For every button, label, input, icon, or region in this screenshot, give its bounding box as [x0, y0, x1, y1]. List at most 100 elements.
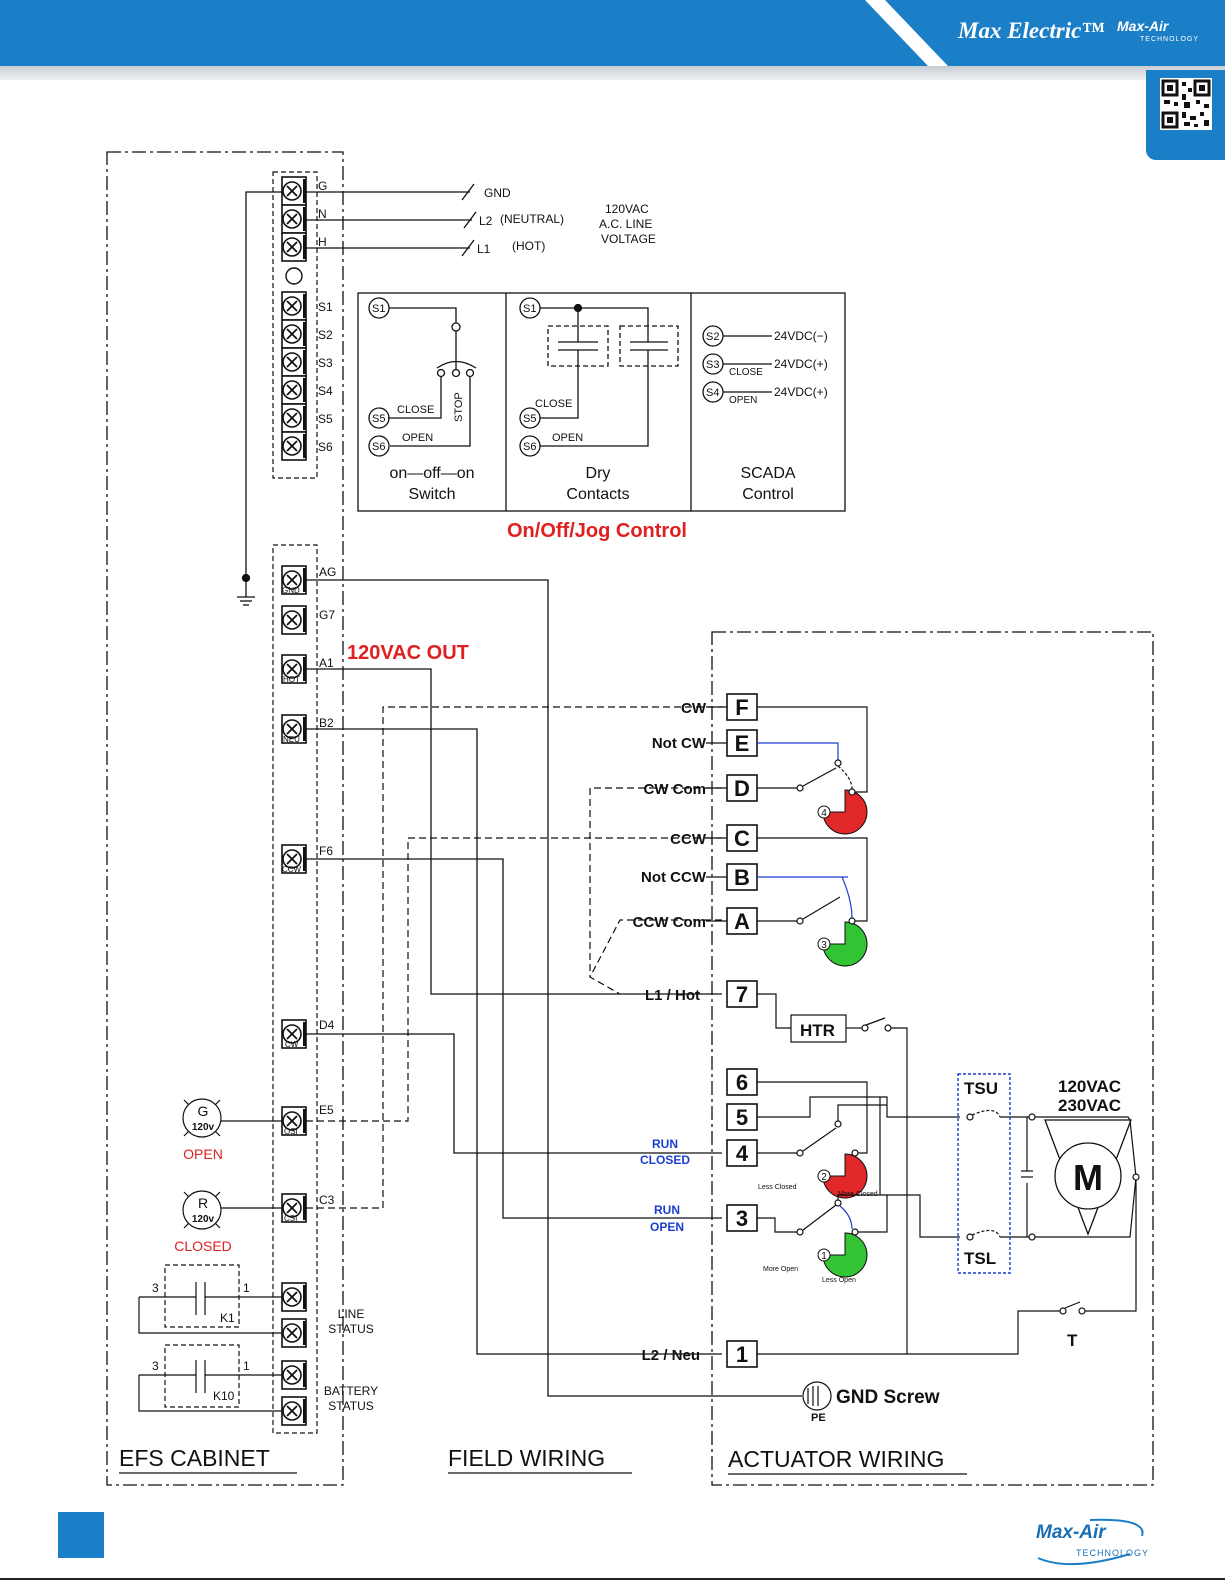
line-status-2: STATUS	[328, 1322, 374, 1336]
max-air-logo-sub: TECHNOLOGY	[1140, 36, 1200, 43]
act-term-c: C	[734, 826, 750, 851]
sw-s6: S6	[372, 441, 385, 453]
cam-2: 2	[821, 1172, 827, 1183]
dry-s6: S6	[523, 441, 536, 453]
term-s6: S6	[318, 440, 333, 454]
cam-switches	[817, 789, 868, 1278]
motor-label: M	[1073, 1157, 1103, 1198]
act-term-5: 5	[736, 1105, 748, 1130]
banner-shape	[0, 0, 1225, 66]
act-label-not-cw: Not CW	[652, 735, 707, 752]
lv-hot: (HOT)	[512, 239, 545, 253]
cam-more-closed: More Closed	[838, 1191, 878, 1198]
act-label-not-ccw: Not CCW	[641, 869, 707, 886]
control-box	[357, 292, 846, 512]
actuator-outline	[711, 631, 1154, 1486]
term-a1: A1	[319, 656, 334, 670]
lv-title-3: VOLTAGE	[601, 232, 656, 246]
act-label-l1-hot: L1 / Hot	[645, 987, 700, 1004]
scada-v3: 24VDC(+)	[774, 357, 828, 371]
tsl-label: TSL	[964, 1249, 996, 1268]
panel-efs-cabinet: EFS CABINET	[119, 1445, 270, 1471]
lamp-g-volt: 120v	[192, 1122, 215, 1133]
sw-s5: S5	[372, 413, 385, 425]
act-label-cw: CW	[681, 700, 707, 717]
footer-logo-swoosh	[1037, 1518, 1144, 1566]
field-wires-dashed	[306, 706, 722, 1209]
page-number-block	[58, 1512, 104, 1558]
lamp-r-letter: R	[198, 1195, 208, 1211]
pe-label: PE	[811, 1412, 826, 1424]
motor	[1044, 1119, 1132, 1236]
sub-csi: CSI	[284, 1214, 297, 1223]
act-label-l2-neu: L2 / Neu	[642, 1347, 700, 1364]
dry-close: CLOSE	[535, 398, 572, 410]
footer-logo: Max-Air TECHNOLOGY	[1030, 1514, 1160, 1574]
term-s1: S1	[318, 300, 333, 314]
sw-caption-2: Switch	[408, 486, 455, 503]
htr-label: HTR	[800, 1021, 835, 1040]
cam-less-closed: Less Closed	[758, 1184, 797, 1191]
sw-s1: S1	[372, 303, 385, 315]
header-shadow	[0, 66, 1225, 80]
act-term-3: 3	[736, 1206, 748, 1231]
thermal-switch-box	[957, 1073, 1011, 1274]
battery-status-1: BATTERY	[324, 1384, 378, 1398]
act-term-6: 6	[736, 1070, 748, 1095]
act-term-d: D	[734, 776, 750, 801]
scada-v2: 24VDC(−)	[774, 329, 828, 343]
term-g7: G7	[319, 608, 335, 622]
k1-label: K1	[220, 1311, 235, 1325]
dry-s1: S1	[523, 303, 536, 315]
scada-s2: S2	[706, 331, 719, 343]
ground-symbol	[237, 573, 255, 606]
footer-logo-sub: TECHNOLOGY	[1076, 1548, 1150, 1558]
sub-gnd: GND	[282, 586, 300, 595]
terminal-strip-top	[272, 171, 318, 479]
act-label-ccw-com: CCW Com	[633, 914, 706, 931]
act-label-ccw: CCW	[670, 831, 707, 848]
sub-ccw: CCW	[282, 865, 302, 874]
term-e5: E5	[319, 1103, 334, 1117]
sw-caption-1: on—off—on	[389, 465, 474, 482]
run-open-2: OPEN	[650, 1220, 684, 1234]
top-terminals	[281, 176, 307, 461]
lamp-g-state: OPEN	[183, 1146, 223, 1162]
motor-volt-1: 120VAC	[1058, 1077, 1121, 1096]
lamp-r-state: CLOSED	[174, 1238, 232, 1254]
t-label: T	[1067, 1331, 1078, 1350]
footer-logo-text: Max-Air	[1036, 1522, 1106, 1543]
efs-cabinet-outline	[106, 151, 344, 1486]
lv-neutral: (NEUTRAL)	[500, 212, 564, 226]
cam-4: 4	[821, 808, 827, 819]
lv-l2: L2	[479, 214, 493, 228]
panel-actuator-wiring: ACTUATOR WIRING	[728, 1446, 944, 1472]
gnd-screw-label: GND Screw	[836, 1387, 940, 1408]
sw-open: OPEN	[402, 432, 433, 444]
k1-pin3: 3	[152, 1281, 159, 1295]
term-c3: C3	[319, 1193, 335, 1207]
actuator-terminal-boxes	[726, 693, 758, 1368]
motor-volt-2: 230VAC	[1058, 1096, 1121, 1115]
control-title: On/Off/Jog Control	[507, 520, 687, 542]
cam-less-open: Less Open	[822, 1277, 856, 1284]
dry-s5: S5	[523, 413, 536, 425]
lv-l1: L1	[477, 242, 491, 256]
run-closed-2: CLOSED	[640, 1153, 690, 1167]
cam-1: 1	[821, 1251, 827, 1262]
sw-close: CLOSE	[397, 404, 434, 416]
term-s2: S2	[318, 328, 333, 342]
terminal-strip-bottom	[272, 544, 318, 1434]
qr-code-icon[interactable]	[1160, 78, 1212, 130]
term-s5: S5	[318, 412, 333, 426]
cam-more-open: More Open	[763, 1266, 798, 1273]
scada-caption-1: SCADA	[740, 465, 795, 482]
bottom-rule	[0, 1578, 1225, 1580]
lamps	[182, 1098, 282, 1230]
sub-cw: CW	[285, 1040, 299, 1049]
field-wires	[306, 579, 802, 1397]
max-electric-logo: Max Electric™	[958, 18, 1105, 43]
run-open-1: RUN	[654, 1203, 680, 1217]
act-term-b: B	[734, 865, 750, 890]
